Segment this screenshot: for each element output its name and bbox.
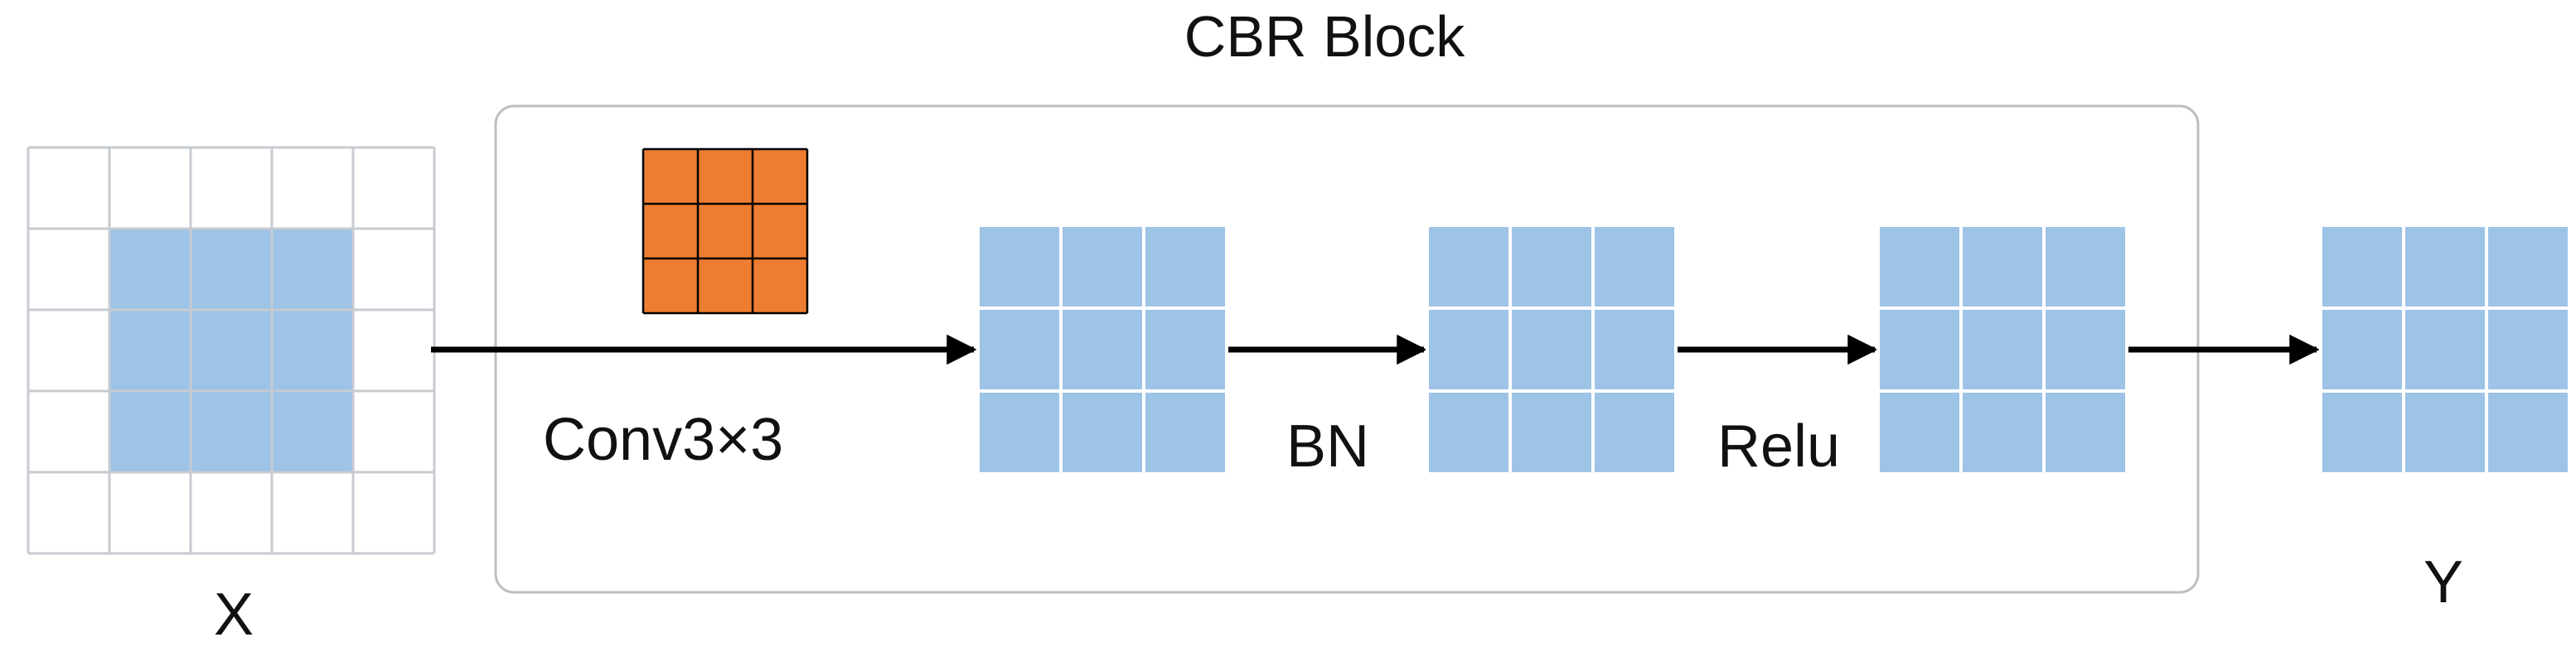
feature-map-cell [2485, 389, 2571, 476]
feature-map-cell [2402, 389, 2488, 476]
feature-map-cell [2319, 307, 2405, 393]
feature-map-cell [1426, 389, 1512, 476]
feature-map-cell [1508, 307, 1595, 393]
feature-map-cell [1591, 389, 1678, 476]
input-feature-map [27, 146, 436, 555]
feature-map-cell [1059, 389, 1145, 476]
conv-output-map [976, 224, 1228, 476]
feature-map-cell [1426, 224, 1512, 310]
feature-map-cell [2042, 389, 2128, 476]
feature-map-cell [1142, 224, 1228, 310]
feature-map-cell [1059, 224, 1145, 310]
relu-label: Relu [1717, 413, 1840, 480]
bn-label: BN [1286, 413, 1369, 480]
feature-map-cell [1959, 224, 2046, 310]
feature-map-cell [1426, 307, 1512, 393]
feature-map-cell [1059, 307, 1145, 393]
feature-map-cell [2042, 224, 2128, 310]
feature-map-cell [1142, 389, 1228, 476]
feature-map-cell [2319, 389, 2405, 476]
feature-map-cell [2485, 224, 2571, 310]
conv-label: Conv3×3 [543, 407, 783, 473]
feature-map-cell [1959, 389, 2046, 476]
bn-output-map [1426, 224, 1678, 476]
feature-map-cell [2402, 224, 2488, 310]
conv-kernel [642, 147, 809, 315]
feature-map-cell [1591, 307, 1678, 393]
feature-map-cell [1876, 389, 1963, 476]
input-center-fill [109, 229, 353, 472]
feature-map-cell [2485, 307, 2571, 393]
kernel-fill [643, 149, 807, 313]
feature-map-cell [2042, 307, 2128, 393]
feature-map-cell [1508, 389, 1595, 476]
feature-map-cell [976, 224, 1063, 310]
feature-map-cell [2319, 224, 2405, 310]
feature-map-cell [1591, 224, 1678, 310]
feature-map-cell [976, 389, 1063, 476]
feature-map-cell [1959, 307, 2046, 393]
output-label: Y [2423, 549, 2463, 616]
feature-map-cell [1876, 224, 1963, 310]
feature-map-cell [1508, 224, 1595, 310]
feature-map-cell [1142, 307, 1228, 393]
output-feature-map [2319, 224, 2571, 476]
input-label: X [214, 582, 254, 647]
cbr-block-title: CBR Block [1184, 4, 1465, 69]
feature-map-cell [2402, 307, 2488, 393]
feature-map-cell [1876, 307, 1963, 393]
feature-map-cell [976, 307, 1063, 393]
relu-output-map [1876, 224, 2128, 476]
